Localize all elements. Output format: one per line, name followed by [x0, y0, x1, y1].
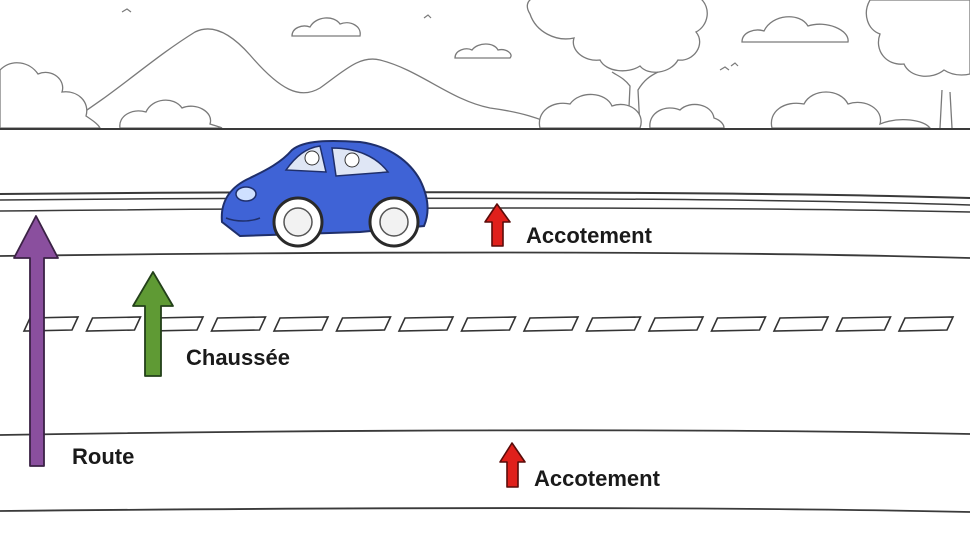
accotement-bottom-label: Accotement: [534, 466, 660, 491]
lane-dash: [210, 316, 267, 332]
lane-dash: [897, 316, 955, 332]
lane-dash: [522, 316, 580, 332]
bird-icon: [121, 8, 739, 71]
accotement-top-label: Accotement: [526, 223, 652, 248]
tree-icon: [0, 0, 970, 129]
chaussee-arrow: [132, 271, 174, 377]
lane-dash: [835, 316, 892, 332]
lane-dash: [647, 316, 705, 332]
lane-dash: [460, 316, 517, 332]
lane-dash: [710, 316, 767, 332]
lane-markings: [22, 316, 955, 332]
lane-dash: [772, 316, 830, 332]
lane-dash: [585, 316, 642, 332]
route-arrow: [13, 215, 59, 467]
lane-dash: [397, 316, 455, 332]
lane-dash: [85, 316, 142, 332]
cloud-icon: [291, 16, 849, 59]
road-lines: [0, 128, 970, 513]
lane-dash: [335, 316, 392, 332]
chaussee-label: Chaussée: [186, 345, 290, 370]
lane-dash: [272, 316, 330, 332]
accotement-top-arrow: [484, 203, 511, 247]
route-label: Route: [72, 444, 135, 469]
mountains-icon: [59, 28, 561, 129]
accotement-bottom-arrow: [499, 442, 526, 488]
car-icon: [220, 139, 429, 248]
